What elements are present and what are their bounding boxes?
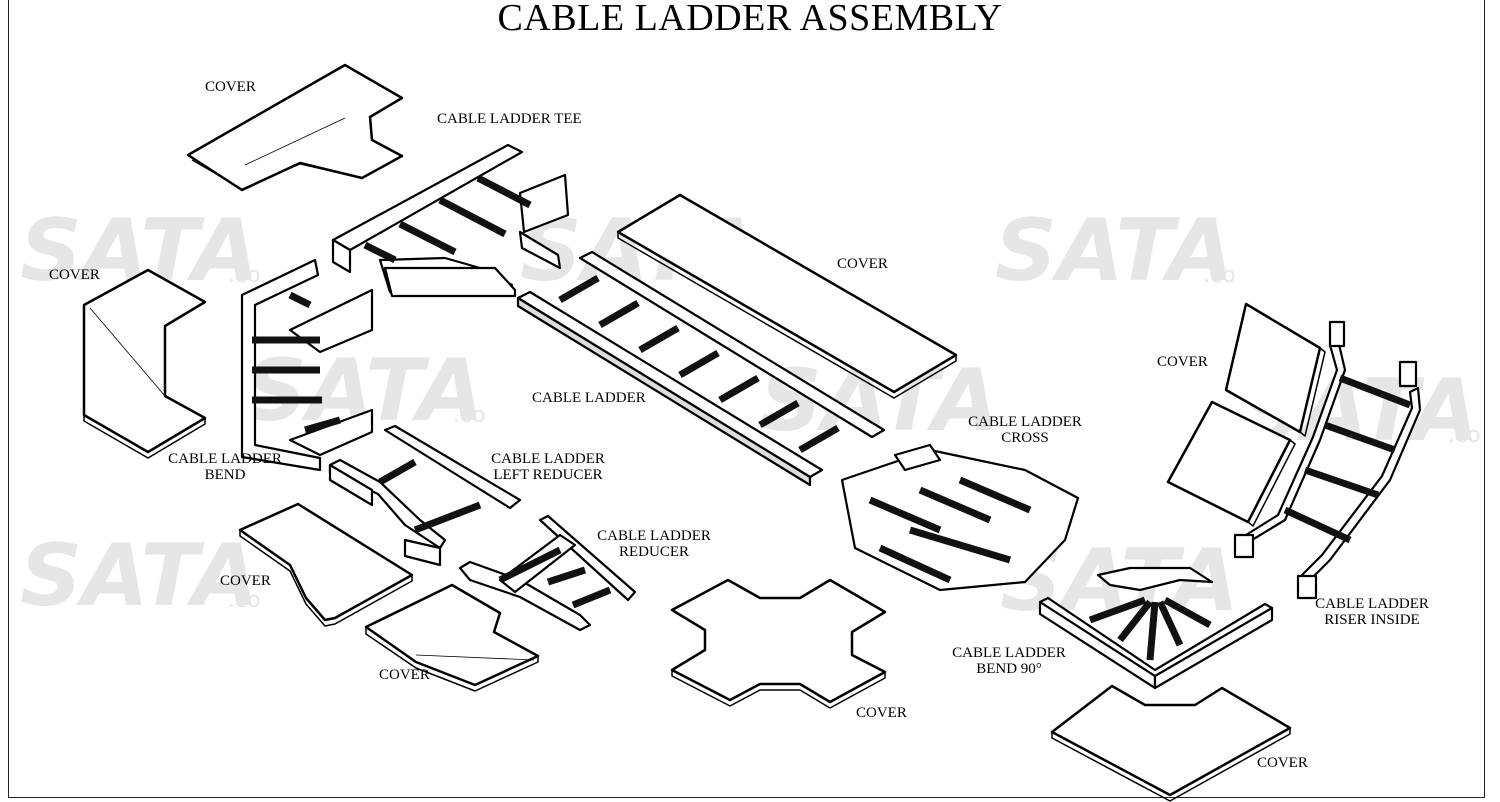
label-cover-reducer: COVER xyxy=(379,667,430,683)
label-bend90-line2: BEND 90° xyxy=(976,661,1042,677)
label-cover-tee: COVER xyxy=(205,79,256,95)
label-riser-inside-line2: RISER INSIDE xyxy=(1324,612,1420,628)
label-riser-inside-line1: CABLE LADDER xyxy=(1315,596,1429,612)
label-reducer-line1: CABLE LADDER xyxy=(597,528,711,544)
label-riser-inside: CABLE LADDER RISER INSIDE xyxy=(1310,596,1434,628)
left-reducer-cover-part xyxy=(238,502,414,627)
svg-text:.co: .co xyxy=(453,403,486,428)
label-cross-line1: CABLE LADDER xyxy=(968,414,1082,430)
bend90-cover-part xyxy=(1050,684,1292,802)
label-left-reducer-line2: LEFT REDUCER xyxy=(493,467,603,483)
drawing-frame xyxy=(8,0,1485,798)
label-left-reducer-line1: CABLE LADDER xyxy=(491,451,605,467)
label-bend-line2: BEND xyxy=(204,467,246,483)
label-bend-line1: CABLE LADDER xyxy=(168,451,282,467)
label-reducer-line2: REDUCER xyxy=(618,544,689,560)
svg-text:.co: .co xyxy=(228,588,261,613)
label-cover-ladder: COVER xyxy=(837,256,888,272)
label-tee: CABLE LADDER TEE xyxy=(437,111,582,127)
label-bend90-line1: CABLE LADDER xyxy=(952,645,1066,661)
svg-text:.co: .co xyxy=(1448,423,1481,448)
svg-text:.co: .co xyxy=(1203,263,1236,288)
cross-part xyxy=(840,443,1080,592)
riser-part xyxy=(1233,320,1422,600)
bend90-part xyxy=(1038,566,1274,690)
reducer-cover-part xyxy=(364,583,540,692)
bend-cover-part xyxy=(82,268,207,459)
reducer-part xyxy=(458,514,637,632)
label-bend: CABLE LADDER BEND xyxy=(166,451,284,483)
label-cross-line2: CROSS xyxy=(1001,430,1049,446)
label-reducer: CABLE LADDER REDUCER xyxy=(594,528,714,560)
label-cover-riser: COVER xyxy=(1157,354,1208,370)
ladder-cover-part xyxy=(616,193,958,399)
label-ladder: CABLE LADDER xyxy=(532,390,646,406)
tee-cover-part xyxy=(186,63,404,192)
bend-part xyxy=(240,258,374,472)
riser-cover-part xyxy=(1166,302,1326,527)
label-cover-bend90: COVER xyxy=(1257,755,1308,771)
label-bend90: CABLE LADDER BEND 90° xyxy=(949,645,1069,677)
label-cover-bend: COVER xyxy=(49,267,100,283)
watermark-6: SATA xyxy=(995,201,1234,301)
tee-part xyxy=(331,143,570,298)
watermark-3: SATA xyxy=(20,526,259,626)
left-reducer-part xyxy=(328,424,522,567)
label-left-reducer: CABLE LADDER LEFT REDUCER xyxy=(488,451,608,483)
cross-cover-part xyxy=(670,578,887,709)
label-cover-left-reducer: COVER xyxy=(220,573,271,589)
svg-text:.co: .co xyxy=(228,263,261,288)
label-cover-cross: COVER xyxy=(856,705,907,721)
label-cross: CABLE LADDER CROSS xyxy=(965,414,1085,446)
ladder-part xyxy=(516,250,886,487)
page-title: CABLE LADDER ASSEMBLY xyxy=(497,0,1003,39)
